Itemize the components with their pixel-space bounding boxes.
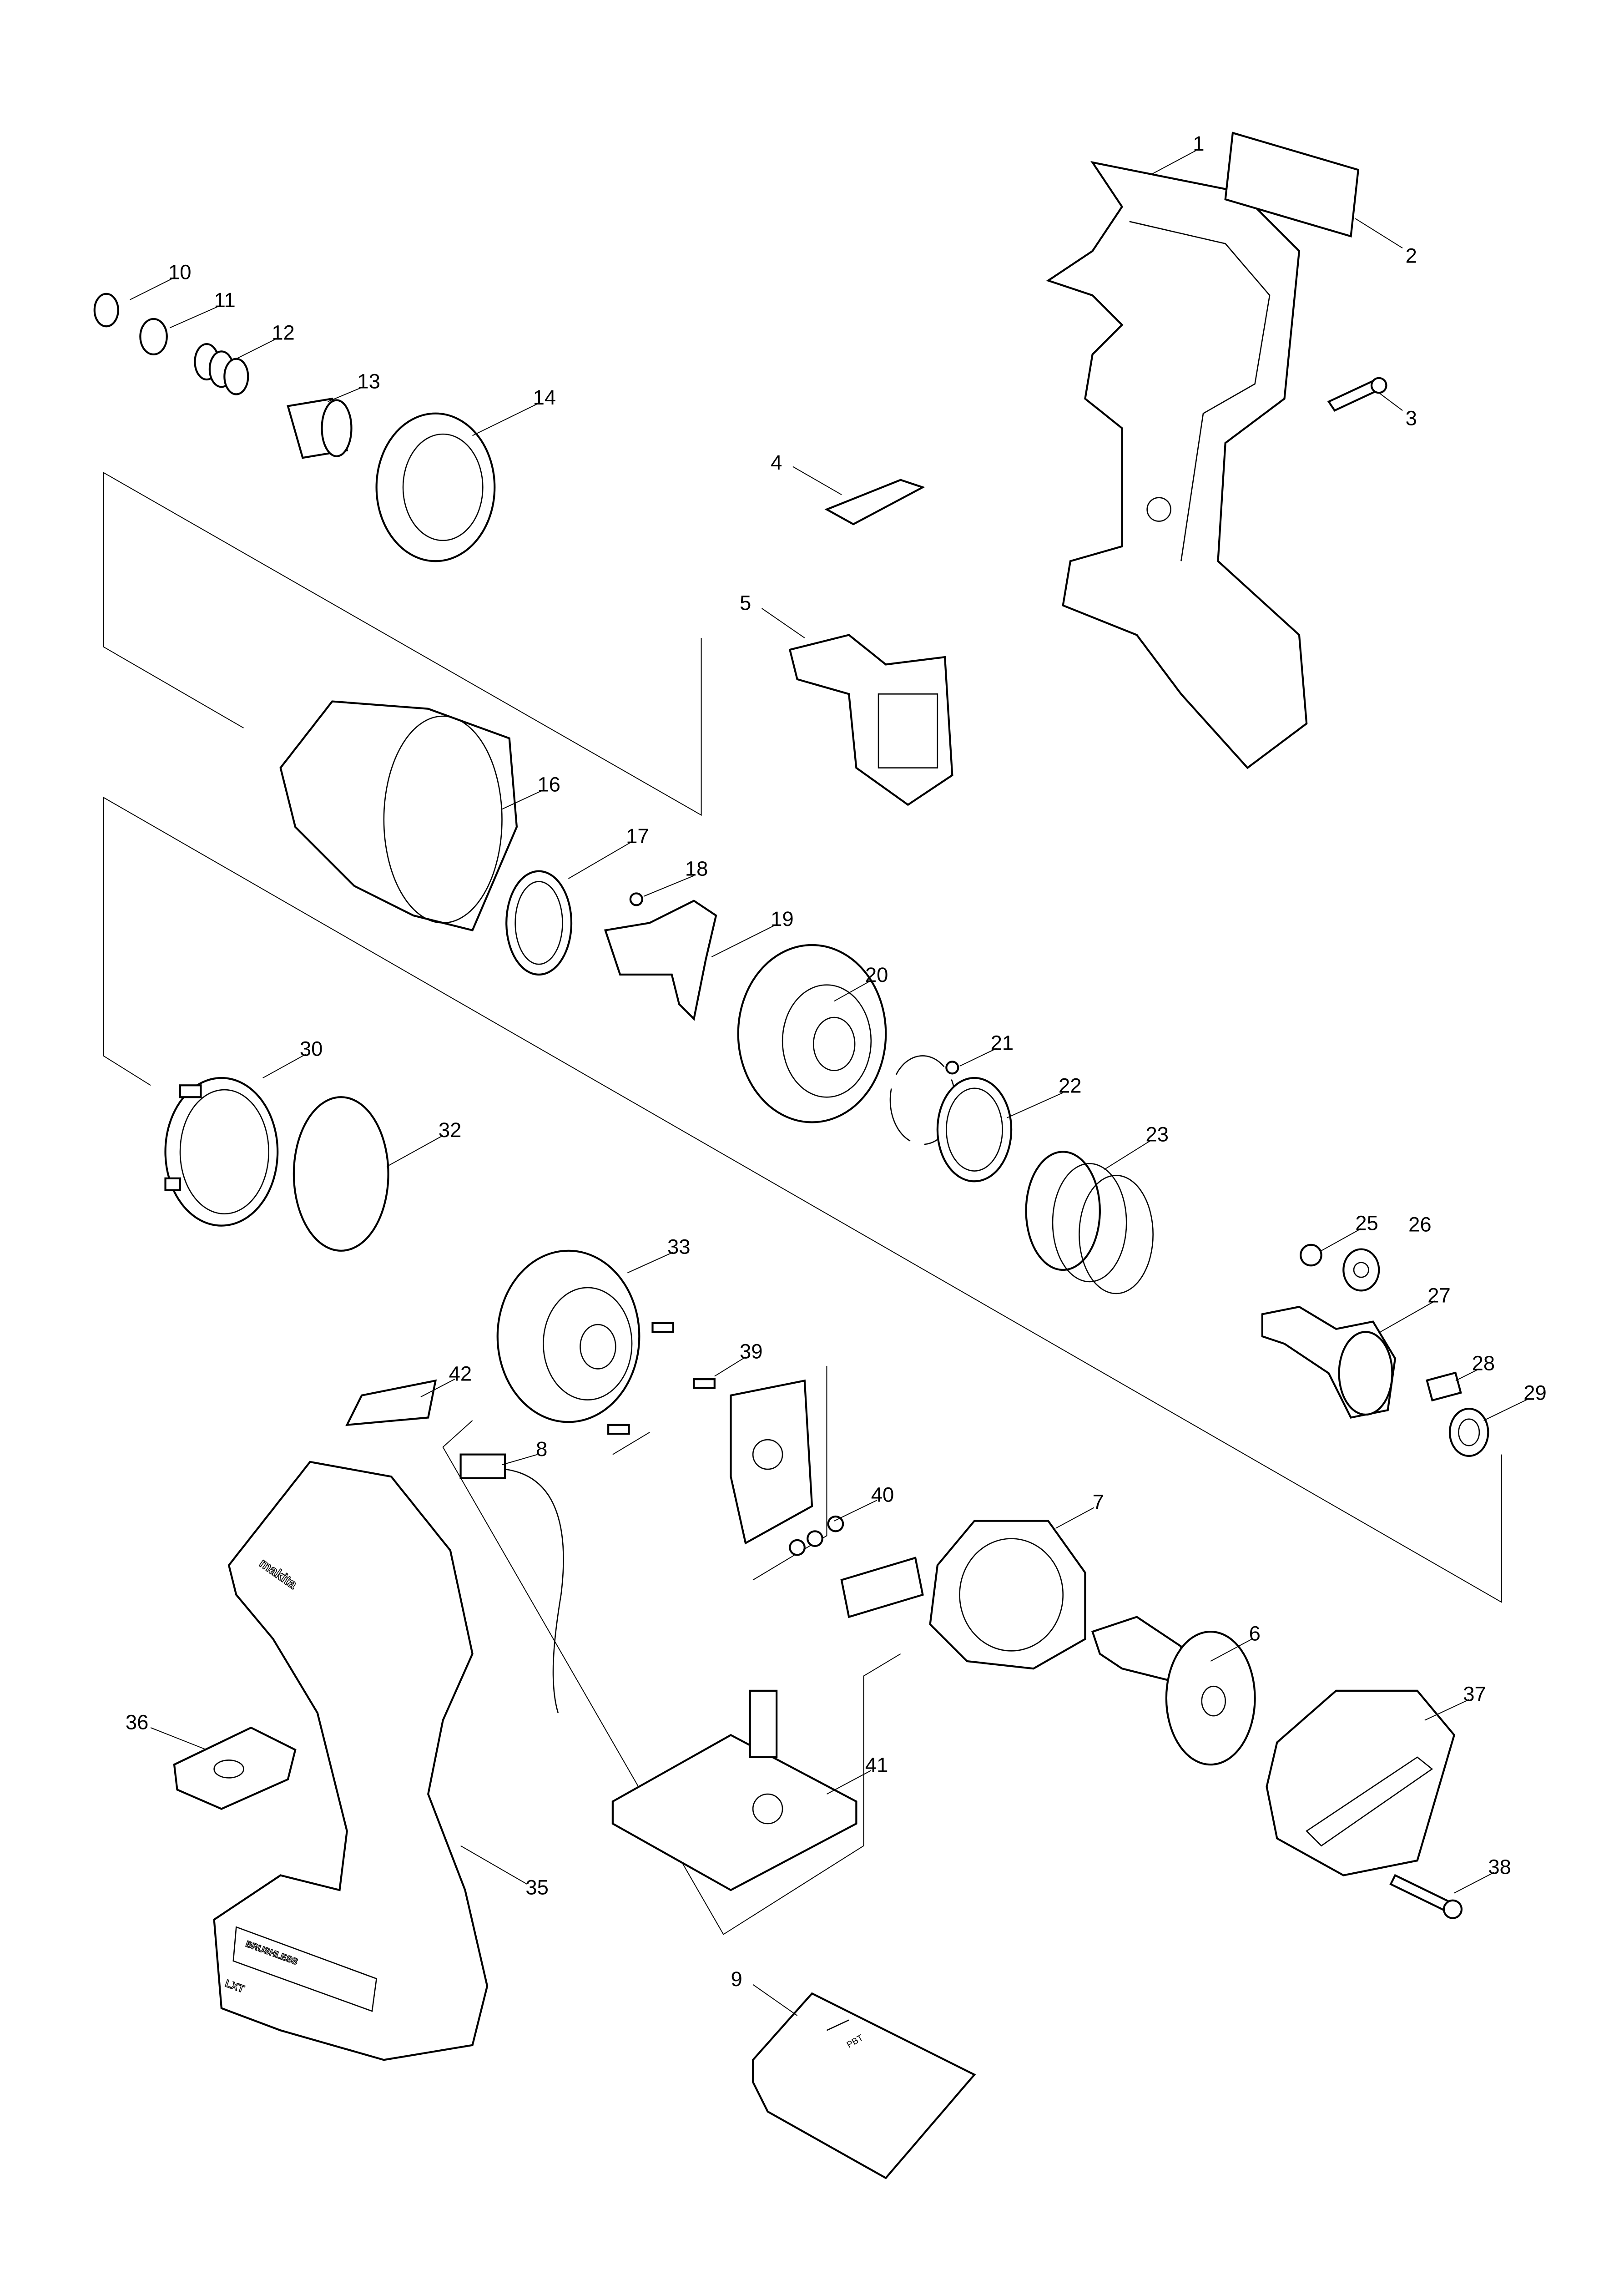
part-label-12: 12 [272,321,295,344]
part-42-label [345,1379,437,1426]
part-label-26: 26 [1408,1213,1432,1236]
part-27-anvil [1261,1305,1397,1419]
part-25-ball [1300,1244,1322,1267]
part-38-screw [1389,1874,1463,1919]
part-41-controller [611,1689,857,1891]
part-label-16: 16 [537,773,560,796]
part-17-washer [505,870,573,976]
part-9-terminal: PBT [752,1992,976,2179]
part-label-5: 5 [740,591,751,614]
leader-lines [130,150,1530,2016]
part-36-lens-cover [173,1726,297,1810]
part-label-13: 13 [357,370,380,393]
part-7-stator [929,1520,1086,1670]
part-22-washer [936,1077,1013,1183]
part-32-o-ring [293,1096,389,1252]
part-label-42: 42 [449,1362,472,1385]
part-2-label-plate [1224,131,1360,238]
part-28-pin [1426,1371,1462,1402]
part-label-14: 14 [533,386,556,409]
part-label-32: 32 [439,1118,462,1142]
part-label-4: 4 [771,451,782,474]
part-label-21: 21 [991,1031,1014,1054]
part-18-ball [629,892,643,906]
part-label-39: 39 [740,1340,763,1363]
part-label-2: 2 [1406,244,1417,268]
part-16-hammer-case [279,700,518,932]
part-5-switch [788,634,953,806]
part-40-terminals [789,1515,924,1618]
part-label-37: 37 [1463,1683,1486,1706]
part-label-22: 22 [1059,1074,1082,1097]
part-20-hammer [737,944,887,1123]
part-label-8: 8 [536,1437,547,1461]
part-29-washer [1448,1407,1489,1457]
part-label-3: 3 [1406,407,1417,430]
part-label-1: 1 [1193,132,1204,155]
part-1-housing-half [1046,161,1308,769]
part-label-17: 17 [626,824,649,848]
part-11-ring [139,318,168,355]
part-8-lead-wire [459,1453,564,1713]
part-37-motor-housing-cover [1266,1689,1456,1876]
part-13-sleeve [287,397,353,459]
part-label-35: 35 [525,1876,549,1899]
part-35-housing-set: makita BRUSHLESS LXT [213,1461,489,2061]
part-4-switch-lever [824,479,925,526]
part-label-33: 33 [667,1235,691,1258]
part-19-spindle [604,900,717,1021]
part-label-11: 11 [214,288,236,312]
part-26-gear [1342,1248,1380,1292]
part-label-41: 41 [865,1753,888,1776]
assembly-outline-lines [103,471,1502,1935]
part-label-28: 28 [1472,1352,1495,1375]
part-label-27: 27 [1427,1284,1451,1307]
part-30-ring-gear [164,1077,279,1227]
part-3-screw [1327,377,1387,412]
part-39-screws [607,1322,716,1435]
part-label-7: 7 [1093,1491,1104,1514]
part-label-9: 9 [731,1967,742,1991]
part-number-labels: 1 2 3 4 5 6 7 8 9 10 11 12 13 14 16 17 1… [126,132,1547,1991]
part-label-6: 6 [1249,1622,1261,1645]
part-label-19: 19 [771,907,794,930]
part-33-bearing-retainer [496,1249,641,1423]
part-label-20: 20 [865,963,888,986]
exploded-parts-diagram: makita BRUSHLESS LXT PBT [93,131,1547,2179]
part-10-retaining-ring [93,293,119,328]
part-label-18: 18 [685,857,708,880]
part-12-spring [194,343,249,395]
part-label-23: 23 [1145,1123,1169,1146]
part-23-compression-spring [1025,1151,1154,1294]
part-6-rotor [1091,1616,1256,1766]
part-label-36: 36 [126,1710,149,1734]
part-41-controller-bracket [730,1379,813,1545]
part-label-25: 25 [1355,1211,1378,1234]
part-14-bumper [375,412,496,562]
part-label-40: 40 [871,1483,894,1507]
part-label-30: 30 [300,1037,323,1060]
part-label-10: 10 [168,260,192,283]
part-label-29: 29 [1523,1381,1547,1405]
part-label-38: 38 [1488,1855,1511,1878]
